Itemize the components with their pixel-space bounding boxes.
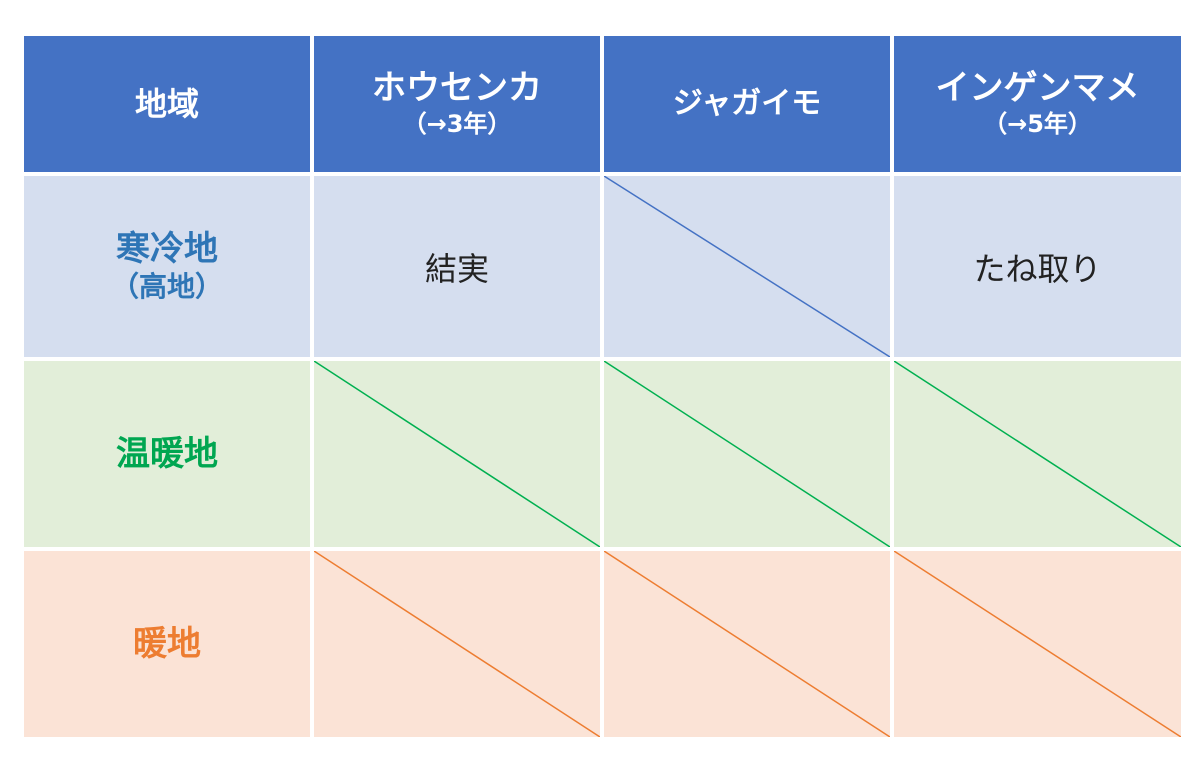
cell-cold-balsam-value: 結実 bbox=[424, 249, 489, 288]
diagonal-line bbox=[604, 361, 890, 547]
row-label-warm: 暖地 bbox=[24, 551, 310, 737]
header-balsam-note: （→3年） bbox=[402, 110, 512, 138]
empty-cell-slash bbox=[894, 361, 1181, 547]
cell-cold-balsam: 結実 bbox=[314, 176, 600, 357]
header-kidney-bean-note: （→5年） bbox=[983, 110, 1092, 138]
cell-cold-potato bbox=[604, 176, 890, 357]
empty-cell-slash bbox=[894, 551, 1181, 737]
header-balsam-name: ホウセンカ bbox=[372, 68, 542, 108]
cell-warm-balsam bbox=[314, 551, 600, 737]
diagonal-line bbox=[894, 551, 1181, 737]
empty-cell-slash bbox=[314, 551, 600, 737]
cell-temperate-balsam bbox=[314, 361, 600, 547]
cell-temperate-potato bbox=[604, 361, 890, 547]
cell-warm-kidney-bean bbox=[894, 551, 1181, 737]
header-potato: ジャガイモ bbox=[604, 36, 890, 172]
diagonal-line bbox=[604, 551, 890, 737]
row-label-cold: 寒冷地 （高地） bbox=[24, 176, 310, 357]
cell-cold-kidney-bean: たね取り bbox=[894, 176, 1181, 357]
empty-cell-slash bbox=[604, 361, 890, 547]
header-region-label: 地域 bbox=[134, 85, 199, 123]
header-balsam: ホウセンカ （→3年） bbox=[314, 36, 600, 172]
header-potato-name: ジャガイモ bbox=[672, 86, 822, 121]
diagonal-line bbox=[314, 551, 600, 737]
cell-temperate-kidney-bean bbox=[894, 361, 1181, 547]
header-kidney-bean-name: インゲンマメ bbox=[935, 68, 1140, 108]
cell-cold-kidney-bean-value: たね取り bbox=[973, 249, 1102, 288]
empty-cell-slash bbox=[604, 176, 890, 357]
region-crop-table: 地域 ホウセンカ （→3年） ジャガイモ インゲンマメ （→5年） 寒冷地 （高… bbox=[24, 36, 1181, 737]
diagonal-line bbox=[604, 176, 890, 357]
row-temperate-label: 温暖地 bbox=[116, 434, 218, 474]
header-kidney-bean: インゲンマメ （→5年） bbox=[894, 36, 1181, 172]
empty-cell-slash bbox=[604, 551, 890, 737]
cell-warm-potato bbox=[604, 551, 890, 737]
row-cold-label: 寒冷地 bbox=[116, 228, 218, 269]
diagonal-line bbox=[314, 361, 600, 547]
header-region: 地域 bbox=[24, 36, 310, 172]
row-cold-note: （高地） bbox=[110, 269, 223, 303]
row-warm-label: 暖地 bbox=[133, 624, 201, 664]
empty-cell-slash bbox=[314, 361, 600, 547]
row-label-temperate: 温暖地 bbox=[24, 361, 310, 547]
diagonal-line bbox=[894, 361, 1181, 547]
